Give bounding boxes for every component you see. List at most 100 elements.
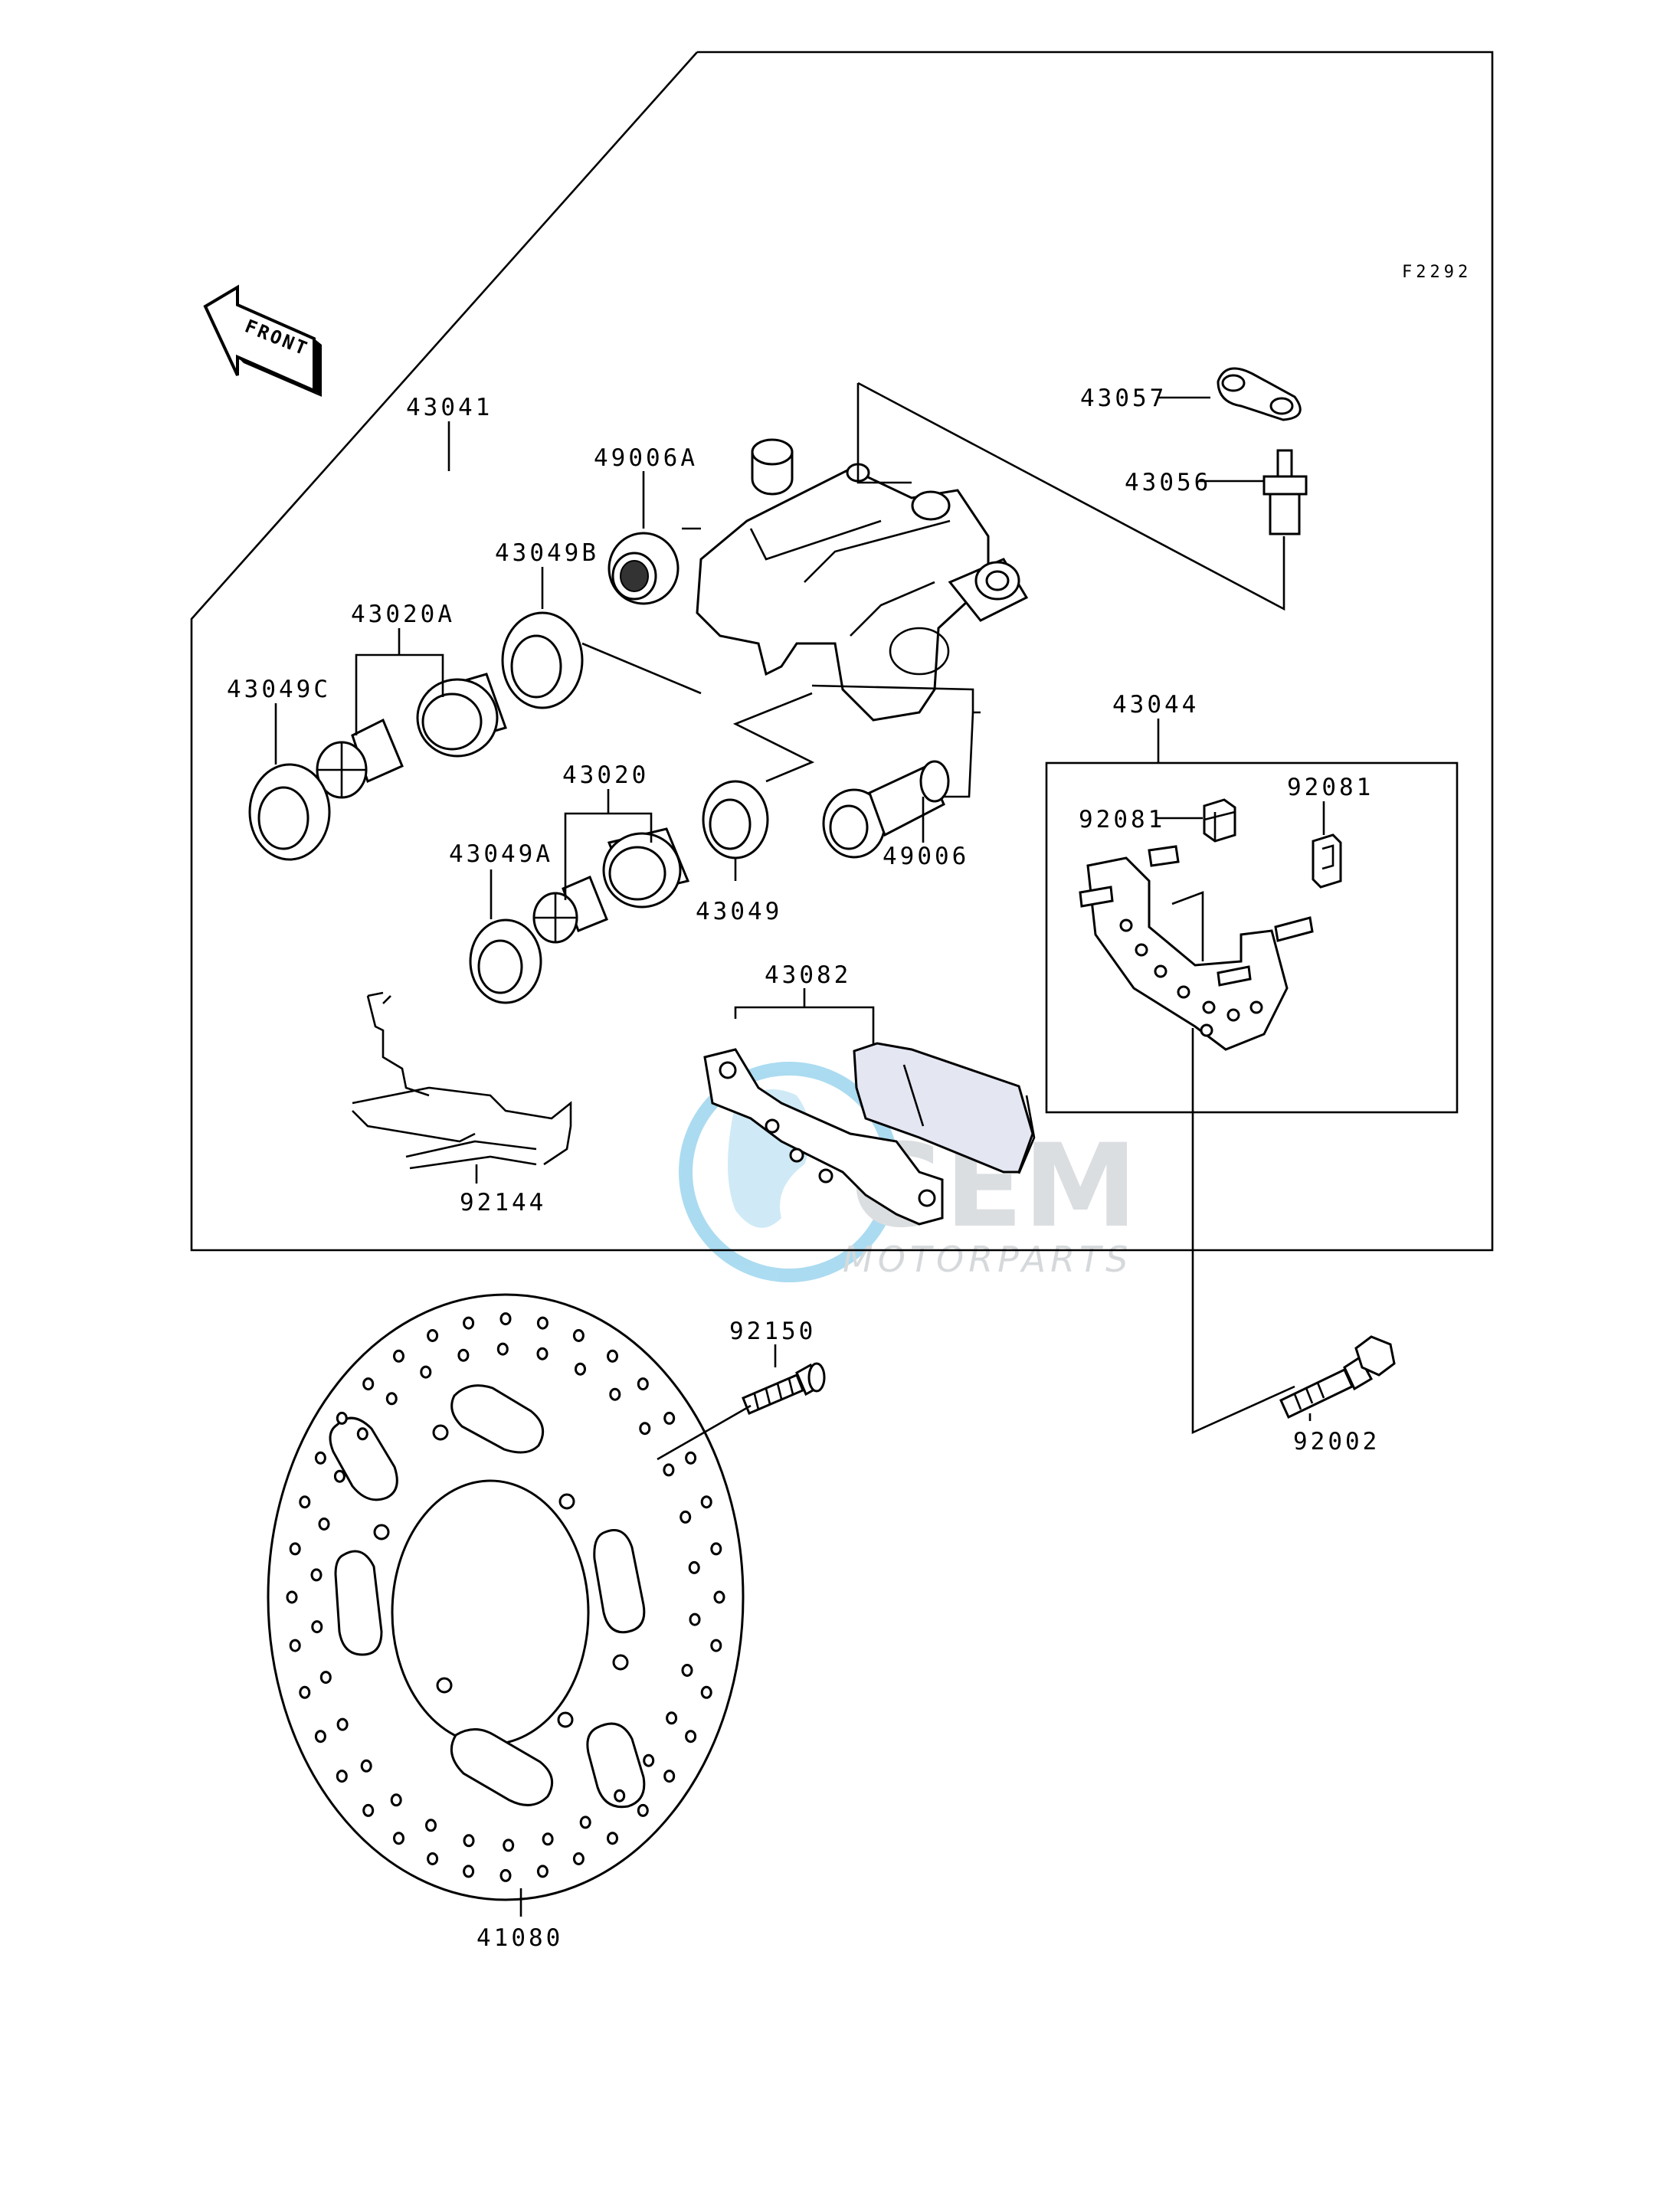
drill-hole (499, 1868, 512, 1882)
watermark-sub: MOTORPARTS (843, 1239, 1132, 1280)
drill-hole (314, 1451, 326, 1465)
piston-43020a (416, 673, 507, 758)
drill-hole (336, 1770, 348, 1783)
label-49006a: 49006A (594, 444, 698, 472)
drill-hole (314, 1730, 326, 1744)
drill-hole (499, 1312, 512, 1326)
label-43020a: 43020A (351, 601, 455, 628)
drill-hole (536, 1347, 549, 1360)
drill-hole (286, 1590, 298, 1604)
drill-hole (457, 1348, 470, 1362)
caliper-assembly-outline (190, 51, 1494, 1252)
leader-lines (274, 381, 1325, 1917)
clip-92081a (1203, 798, 1236, 843)
pin-49006 (822, 760, 950, 859)
drill-hole (579, 1816, 591, 1829)
label-92150: 92150 (729, 1318, 816, 1345)
drill-hole (385, 1392, 398, 1406)
drill-hole (420, 1365, 432, 1379)
disc-drill-holes (286, 1312, 725, 1882)
drill-hole (463, 1316, 475, 1330)
drill-hole (356, 1427, 368, 1441)
drill-hole (572, 1329, 585, 1342)
drill-hole (427, 1852, 439, 1865)
drill-hole (637, 1377, 649, 1391)
drill-hole (336, 1411, 348, 1425)
drill-hole (607, 1349, 618, 1363)
drill-hole (700, 1495, 712, 1509)
drill-hole (463, 1865, 475, 1878)
drill-hole (685, 1730, 697, 1744)
label-43049c: 43049C (227, 676, 331, 703)
cap-43057 (1217, 367, 1302, 421)
drill-hole (333, 1469, 345, 1483)
spring-92144 (352, 991, 572, 1170)
drill-hole (680, 1510, 692, 1524)
drill-hole (336, 1717, 349, 1731)
label-92081-right: 92081 (1287, 774, 1374, 801)
drill-hole (393, 1349, 404, 1363)
drill-hole (319, 1671, 332, 1685)
drill-hole (639, 1422, 651, 1436)
drill-hole (362, 1377, 375, 1391)
front-arrow-icon: FRONT (203, 284, 322, 397)
caliper-body (696, 438, 1029, 722)
insulator-43020a (316, 718, 404, 799)
drill-hole (299, 1685, 311, 1699)
bleeder-43056 (1262, 449, 1308, 535)
drill-hole (685, 1451, 697, 1465)
drill-hole (496, 1342, 509, 1356)
label-43082: 43082 (765, 961, 851, 989)
seal-43049c (248, 763, 331, 861)
drill-hole (503, 1838, 515, 1852)
drill-hole (542, 1832, 554, 1846)
drill-hole (663, 1770, 676, 1783)
drill-hole (310, 1568, 323, 1582)
piston-43020 (602, 827, 690, 909)
drill-hole (637, 1803, 649, 1817)
drill-hole (318, 1518, 330, 1531)
label-43057: 43057 (1080, 385, 1167, 412)
drill-hole (427, 1329, 439, 1342)
drill-hole (713, 1590, 725, 1604)
label-43041: 43041 (406, 394, 493, 421)
drill-hole (289, 1639, 301, 1652)
drill-hole (643, 1753, 655, 1767)
drill-hole (689, 1613, 701, 1626)
drill-hole (681, 1664, 693, 1677)
label-43049: 43049 (696, 898, 782, 925)
label-43020: 43020 (562, 761, 649, 789)
drill-hole (688, 1560, 700, 1574)
bracket-43044 (1079, 845, 1314, 1051)
bracket-subbox-outline (1045, 761, 1459, 1114)
drill-hole (710, 1639, 722, 1652)
drill-hole (311, 1620, 323, 1634)
label-92144: 92144 (460, 1189, 546, 1216)
drill-hole (614, 1789, 626, 1802)
boot-49006a (607, 532, 680, 605)
drill-hole (393, 1832, 404, 1845)
label-49006: 49006 (883, 843, 969, 870)
insulator-43020 (532, 876, 608, 944)
bolt-92150 (742, 1362, 826, 1415)
drill-hole (663, 1463, 675, 1477)
brake-disc-41080 (267, 1293, 745, 1901)
clip-92081b (1312, 833, 1342, 889)
drill-hole (710, 1542, 722, 1556)
drill-hole (425, 1819, 437, 1832)
label-43056: 43056 (1125, 469, 1211, 496)
drill-hole (663, 1411, 676, 1425)
label-43049b: 43049B (495, 539, 599, 567)
drill-hole (609, 1387, 621, 1401)
drill-hole (700, 1685, 712, 1699)
drill-hole (536, 1316, 549, 1330)
label-92002: 92002 (1293, 1428, 1380, 1455)
drill-hole (666, 1711, 678, 1725)
seal-43049b (501, 611, 584, 709)
seal-43049a (469, 918, 542, 1004)
drill-hole (463, 1834, 475, 1848)
figure-code: F2292 (1402, 263, 1472, 282)
label-43049a: 43049A (449, 840, 553, 868)
brake-pads-43082 (703, 1042, 1036, 1226)
label-92081-left: 92081 (1079, 806, 1165, 833)
